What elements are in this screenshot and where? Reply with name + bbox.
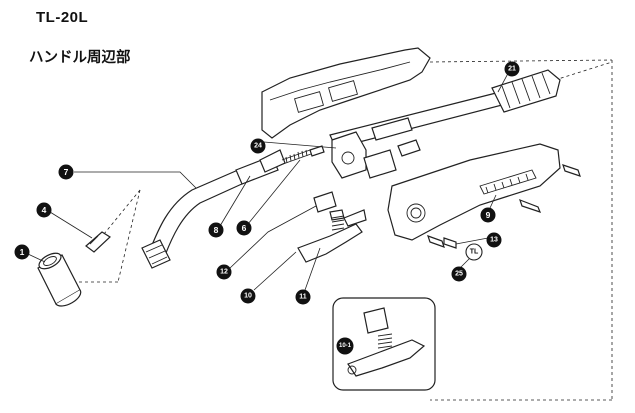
part-callout: 4 — [36, 202, 52, 218]
svg-text:6: 6 — [242, 223, 247, 233]
svg-text:12: 12 — [220, 269, 228, 276]
svg-text:7: 7 — [64, 167, 69, 177]
svg-text:10-1: 10-1 — [339, 343, 352, 349]
part-callout: 8 — [208, 222, 224, 238]
svg-text:24: 24 — [254, 143, 262, 150]
svg-text:TL: TL — [470, 249, 479, 256]
svg-text:10: 10 — [244, 293, 252, 300]
tl-stamp: TL — [465, 243, 483, 261]
svg-text:4: 4 — [42, 205, 47, 215]
inset-box — [332, 297, 436, 391]
handle-upper-half — [261, 47, 431, 139]
svg-text:21: 21 — [508, 66, 516, 73]
nozzle-part — [37, 252, 82, 307]
leader-lines — [27, 65, 513, 291]
bracket-part — [313, 191, 345, 221]
spring-part — [331, 215, 345, 231]
part-callout: 7 — [58, 164, 74, 180]
cable-spring-part — [281, 145, 325, 165]
svg-text:1: 1 — [20, 247, 25, 257]
svg-text:9: 9 — [486, 210, 491, 220]
part-callout: 11 — [295, 289, 311, 305]
handle-lower-half — [387, 143, 561, 241]
part-callout: 9 — [480, 207, 496, 223]
section-title: ハンドル周辺部 — [29, 50, 131, 66]
svg-text:8: 8 — [214, 225, 219, 235]
dashed-guide-lines — [75, 59, 613, 401]
part-callout: 13 — [486, 232, 502, 248]
contact-tip-part — [85, 231, 111, 253]
part-callout: 21 — [504, 61, 520, 77]
cable-boot-part — [491, 69, 561, 113]
part-callout: 12 — [216, 264, 232, 280]
part-callout: 10-1 — [336, 337, 354, 355]
part-callout: 24 — [250, 138, 266, 154]
torch-neck-part — [141, 149, 286, 269]
switch-block-part — [331, 131, 421, 179]
screws — [427, 164, 581, 249]
part-callout: 1 — [14, 244, 30, 260]
svg-text:11: 11 — [299, 294, 307, 301]
part-callout: 25 — [451, 266, 467, 282]
part-callout: 10 — [240, 288, 256, 304]
model-title: TL-20L — [36, 9, 89, 26]
part-callouts: 1 4 7 8 6 12 10 11 9 13 25 24 21 10-1 — [14, 61, 520, 355]
svg-text:25: 25 — [455, 271, 463, 278]
trigger-part — [297, 209, 367, 263]
svg-text:13: 13 — [490, 237, 498, 244]
part-callout: 6 — [236, 220, 252, 236]
